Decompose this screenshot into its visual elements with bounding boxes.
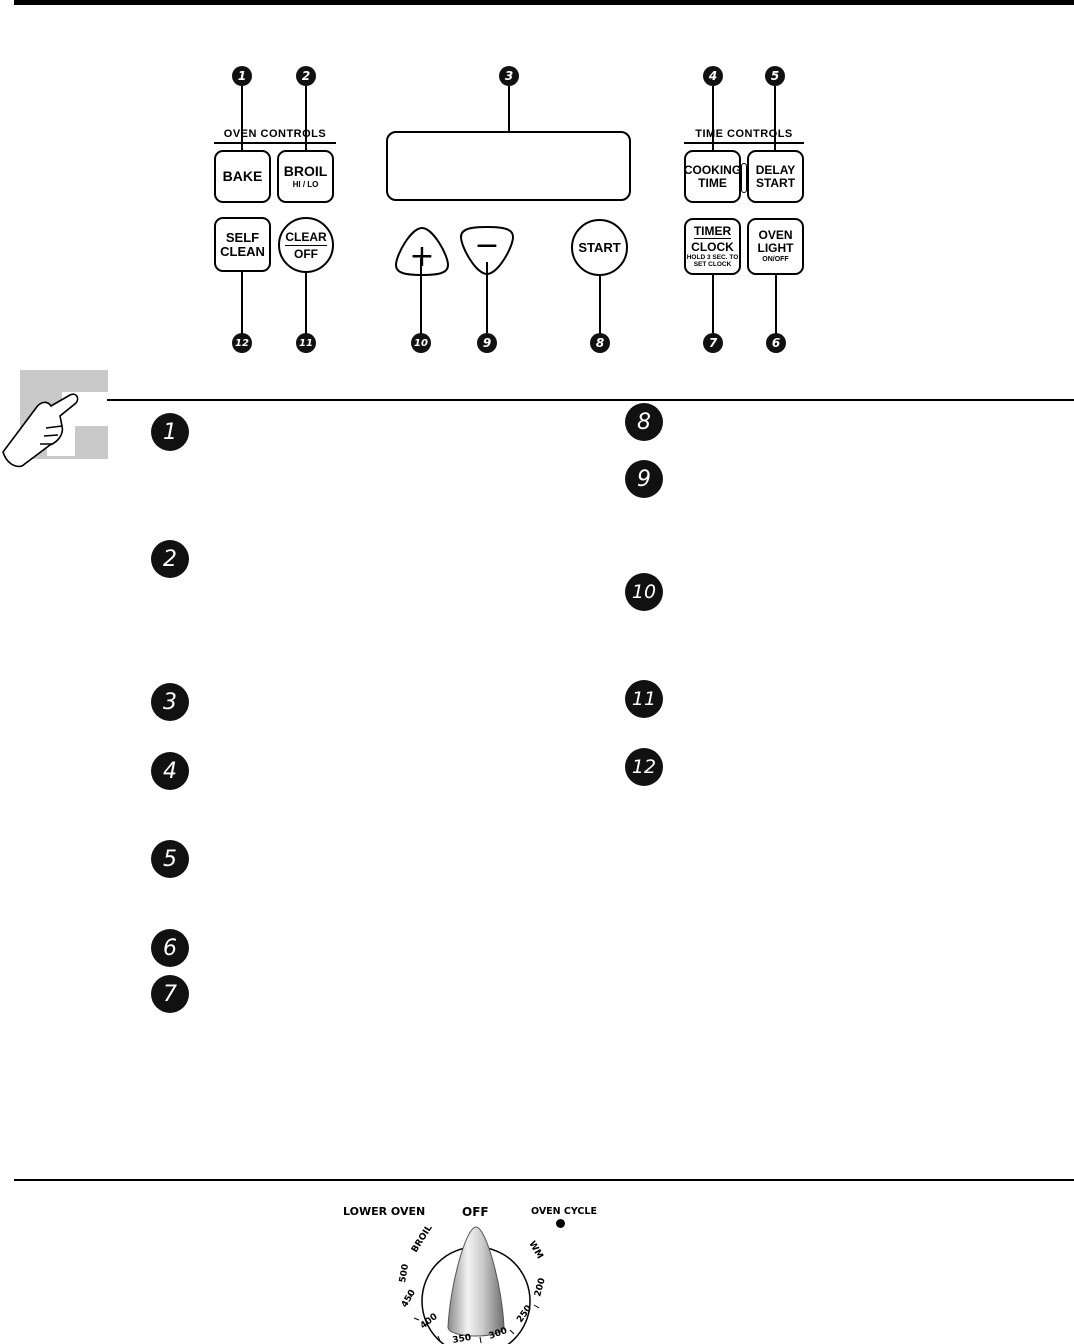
bake-button[interactable]: BAKE	[214, 150, 271, 203]
legend-number-5: 5	[151, 840, 189, 878]
oven-light-label-2: LIGHT	[757, 240, 794, 255]
top-rule	[14, 0, 1074, 5]
temp-350: 350	[452, 1333, 472, 1344]
callout-3: 3	[499, 66, 519, 86]
legend-number-6: 6	[151, 929, 189, 967]
leader-1	[241, 86, 243, 150]
broil-dial-label: BROIL	[410, 1223, 435, 1254]
oven-light-sub: ON/OFF	[762, 256, 789, 264]
clock-label: CLOCK	[691, 240, 734, 255]
plus-button[interactable]: +	[393, 225, 451, 277]
minus-button[interactable]: −	[458, 225, 516, 277]
legend-number-8: 8	[625, 403, 663, 441]
callout-1: 1	[232, 66, 252, 86]
legend-number-11: 11	[625, 680, 663, 718]
callout-10: 10	[411, 333, 431, 353]
leader-10	[420, 258, 422, 334]
oven-cycle-indicator-light	[556, 1219, 565, 1228]
timer-clock-sub-1: HOLD 3 SEC. TO	[686, 253, 739, 261]
broil-button[interactable]: BROIL HI / LO	[277, 150, 334, 203]
timer-clock-button[interactable]: TIMER CLOCK HOLD 3 SEC. TO SET CLOCK	[684, 218, 741, 275]
section-rule-top	[107, 399, 1074, 401]
minus-symbol: −	[474, 228, 499, 263]
self-clean-label-2: CLEAN	[220, 243, 265, 259]
legend-number-12: 12	[625, 748, 663, 786]
broil-sub-label: HI / LO	[292, 179, 319, 189]
display-window	[386, 131, 631, 201]
leader-5	[774, 86, 776, 150]
start-label: START	[578, 240, 621, 255]
temp-500: 500	[398, 1263, 411, 1283]
start-button[interactable]: START	[571, 219, 628, 276]
legend-number-9: 9	[625, 460, 663, 498]
leader-11	[305, 273, 307, 334]
cooking-time-label-2: TIME	[698, 175, 727, 190]
section-rule-bottom	[14, 1179, 1074, 1181]
clear-label: CLEAR	[285, 229, 327, 246]
legend-number-2: 2	[151, 540, 189, 578]
leader-4	[712, 86, 714, 150]
leader-9	[486, 262, 488, 334]
leader-6	[775, 275, 777, 334]
oven-light-label-1: OVEN	[758, 228, 793, 243]
broil-label: BROIL	[283, 162, 328, 179]
legend-number-7: 7	[151, 975, 189, 1013]
leader-7	[712, 275, 714, 334]
cooking-time-button[interactable]: COOKING TIME	[684, 150, 741, 203]
timer-label: TIMER	[693, 223, 732, 240]
button-connector	[741, 163, 747, 193]
oven-controls-label: OVEN CONTROLS	[223, 128, 327, 140]
oven-cycle-label: OVEN CYCLE	[531, 1206, 597, 1217]
leader-2	[305, 86, 307, 150]
pointing-hand-icon	[2, 370, 108, 468]
legend-number-1: 1	[151, 413, 189, 451]
legend-number-10: 10	[625, 573, 663, 611]
leader-8	[599, 276, 601, 334]
callout-2: 2	[296, 66, 316, 86]
callout-12: 12	[232, 333, 252, 353]
timer-clock-sub-2: SET CLOCK	[693, 260, 732, 268]
oven-light-button[interactable]: OVEN LIGHT ON/OFF	[747, 218, 804, 275]
delay-start-button[interactable]: DELAY START	[747, 150, 804, 203]
lower-oven-label: LOWER OVEN	[343, 1205, 426, 1218]
legend-number-4: 4	[151, 752, 189, 790]
callout-8: 8	[590, 333, 610, 353]
legend-number-3: 3	[151, 683, 189, 721]
clear-off-button[interactable]: CLEAR OFF	[278, 217, 334, 273]
time-controls-underline	[684, 142, 804, 144]
callout-11: 11	[296, 333, 316, 353]
oven-controls-underline	[214, 142, 336, 144]
off-label: OFF	[294, 246, 318, 261]
plus-symbol: +	[409, 239, 434, 274]
callout-6: 6	[766, 333, 786, 353]
temp-450: 450	[400, 1288, 418, 1309]
delay-start-label-2: START	[755, 175, 796, 190]
dial-knob-pointer	[447, 1226, 505, 1337]
leader-3	[508, 86, 510, 134]
temp-200: 200	[533, 1277, 548, 1298]
self-clean-label-1: SELF	[225, 229, 260, 245]
off-label: OFF	[462, 1205, 489, 1219]
wm-dial-label: WM	[526, 1240, 544, 1261]
callout-4: 4	[703, 66, 723, 86]
self-clean-button[interactable]: SELF CLEAN	[214, 217, 271, 272]
callout-7: 7	[703, 333, 723, 353]
cooking-time-label-1: COOKING	[683, 162, 742, 177]
callout-5: 5	[765, 66, 785, 86]
callout-9: 9	[477, 333, 497, 353]
leader-12	[241, 272, 243, 334]
time-controls-label: TIME CONTROLS	[695, 128, 793, 140]
bake-label: BAKE	[222, 168, 263, 185]
delay-start-label-1: DELAY	[755, 162, 796, 177]
lower-oven-dial[interactable]: BROIL WM 500 450 400 350 300 250 200	[390, 1215, 562, 1344]
